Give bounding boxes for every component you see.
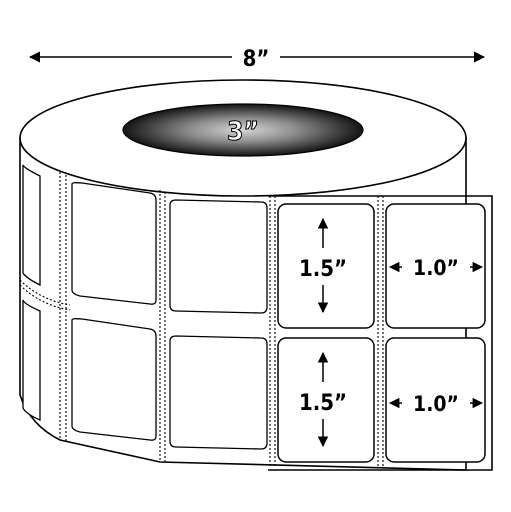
flat-label <box>385 203 486 329</box>
label-height-text: 1.5” <box>299 391 347 416</box>
label-height-dimension-top: 1.5” <box>299 217 347 314</box>
label-width-dimension-top: 1.0” <box>388 256 484 280</box>
roll-core <box>122 103 364 157</box>
wrapped-labels <box>22 164 268 450</box>
roll-width-label-bg <box>232 42 280 72</box>
label-width-text: 1.0” <box>413 256 459 280</box>
flat-liner <box>268 195 493 471</box>
wrapped-label <box>71 318 157 441</box>
label-width-dimension-bottom: 1.0” <box>388 392 484 416</box>
roll-width-dimension: 8” <box>28 42 486 72</box>
roll-width-label: 8” <box>243 47 270 72</box>
wrapped-label <box>71 182 157 305</box>
wrapped-label <box>169 199 268 314</box>
wrapped-label <box>22 299 41 421</box>
flat-label <box>385 337 486 463</box>
label-height-dimension-bottom: 1.5” <box>299 351 347 448</box>
flat-label <box>277 203 375 329</box>
row-separator <box>19 279 71 306</box>
perforation-lines <box>19 172 384 468</box>
label-height-text: 1.5” <box>299 257 347 282</box>
flat-label <box>277 337 375 463</box>
row-separator <box>19 284 71 311</box>
wrapped-label <box>22 164 41 287</box>
label-width-text: 1.0” <box>413 392 459 416</box>
core-diameter-label: 3” <box>227 117 259 147</box>
wrapped-label <box>169 335 268 450</box>
liner-edge <box>268 195 493 471</box>
flat-labels <box>277 203 486 463</box>
